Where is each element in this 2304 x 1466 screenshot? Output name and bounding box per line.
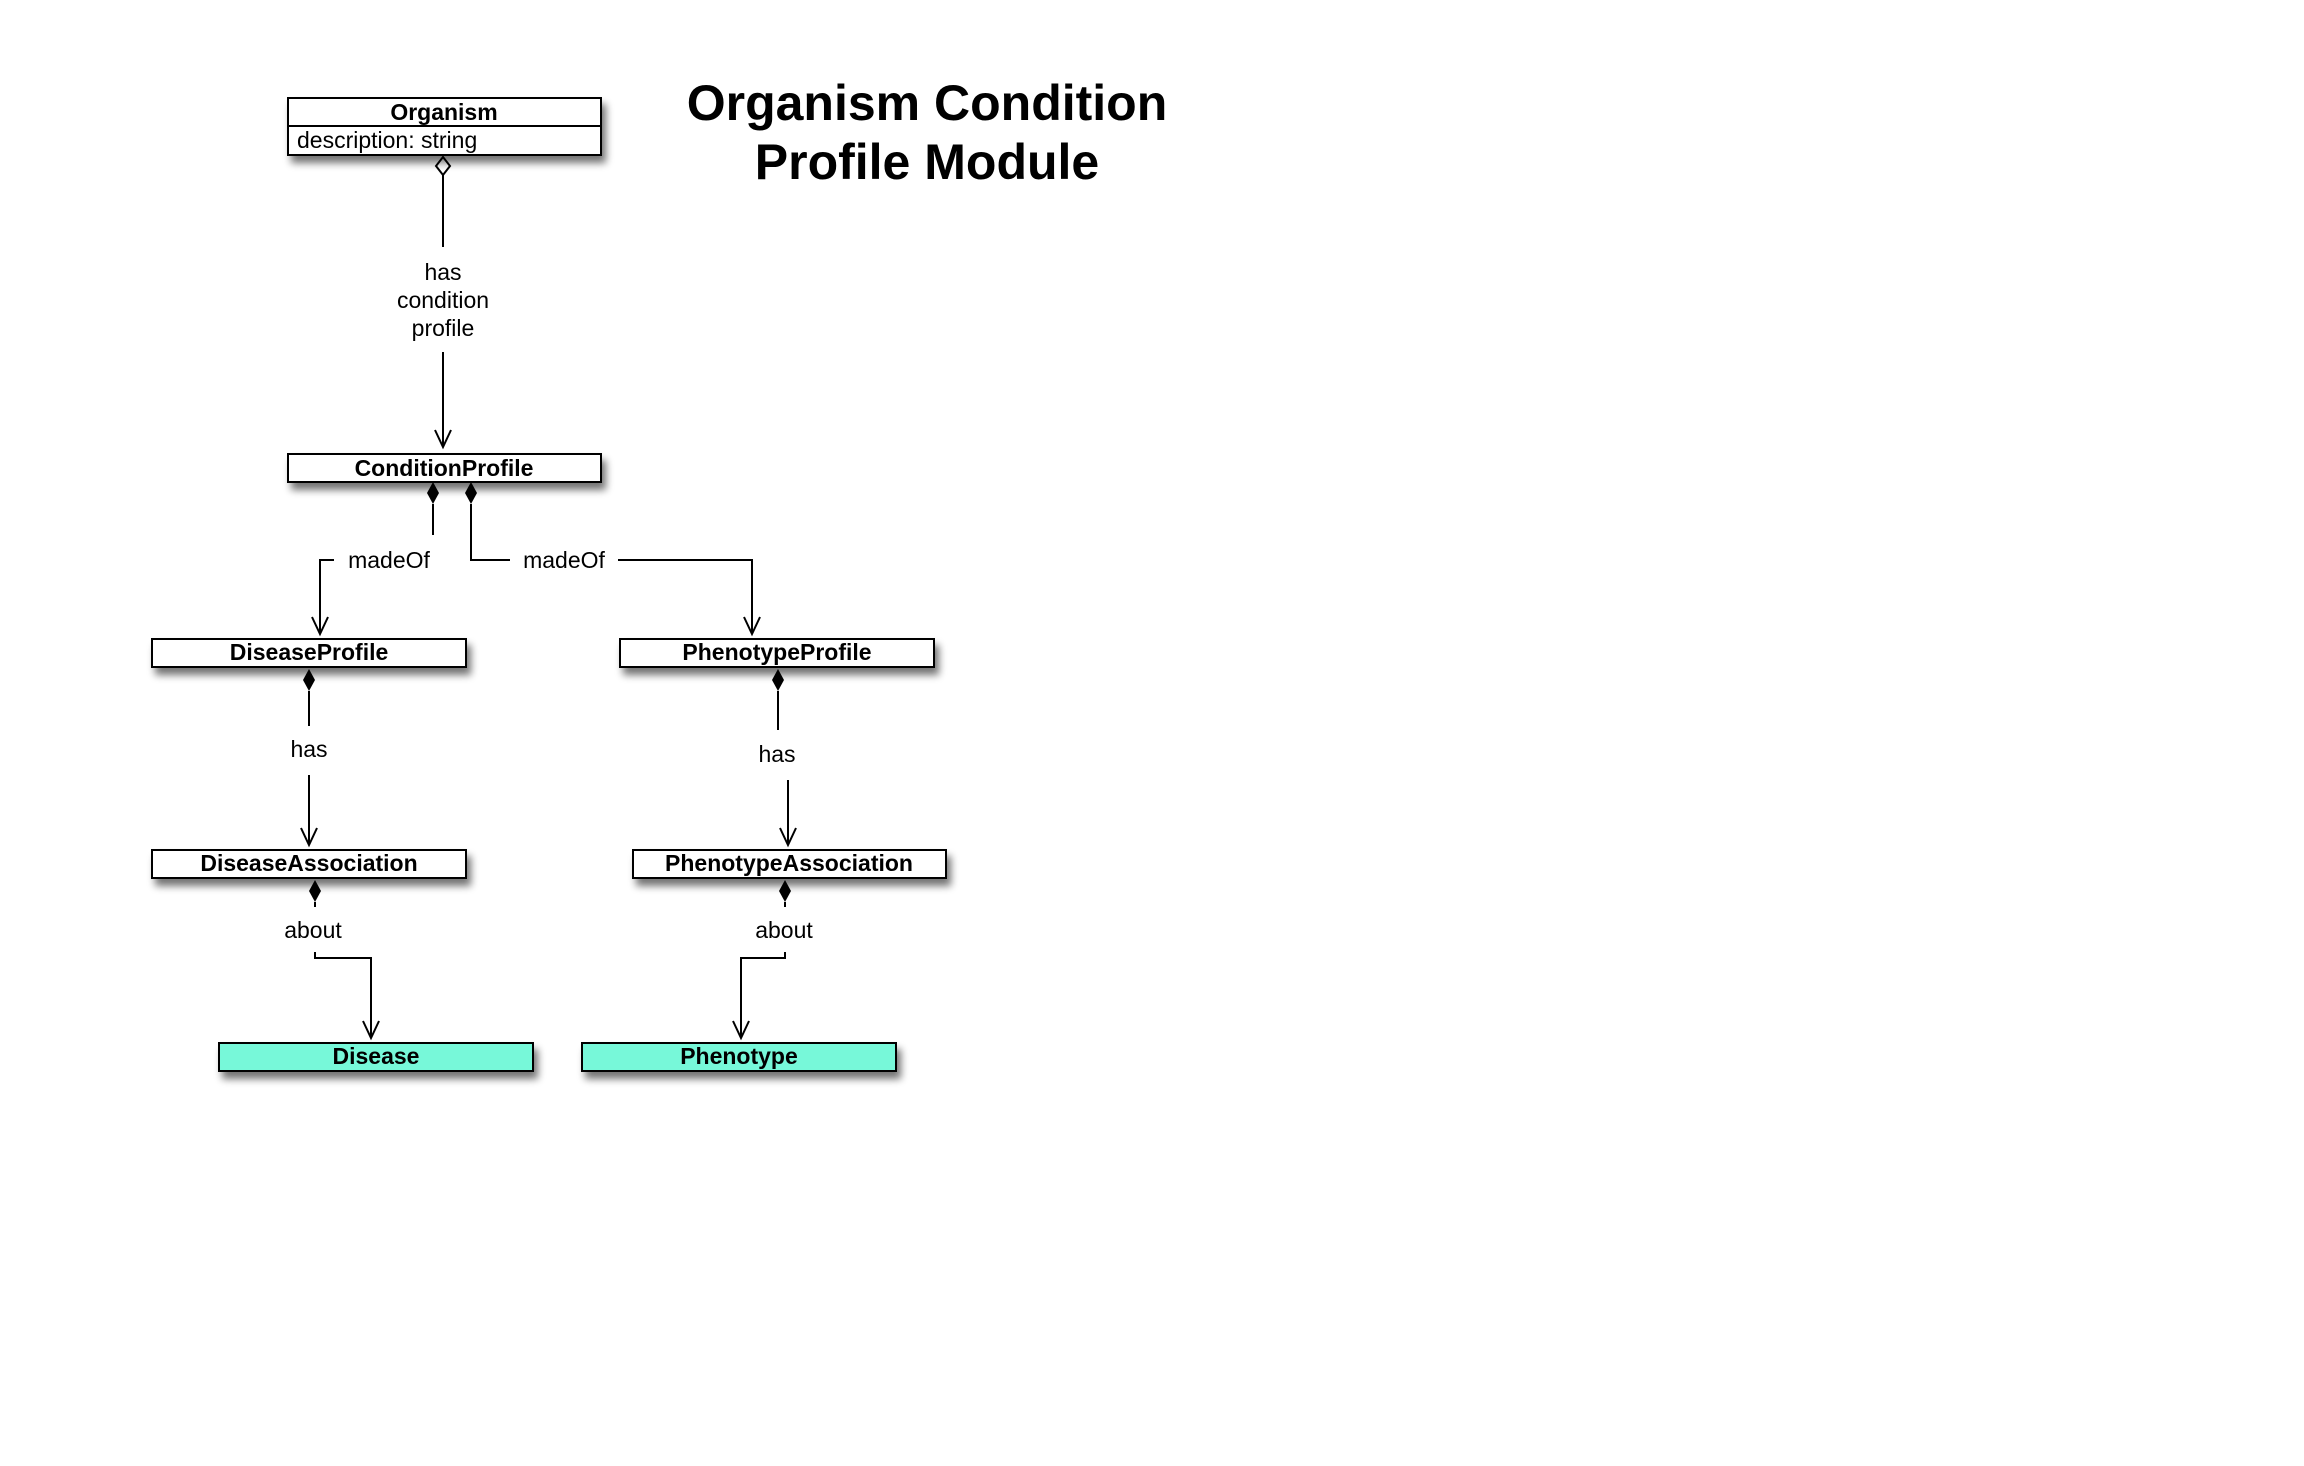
class-disease-name: Disease <box>333 1043 420 1069</box>
label-made-of-disease: madeOf <box>348 547 430 573</box>
composition-diamond-icon <box>427 482 439 504</box>
class-disease-association[interactable]: DiseaseAssociation <box>151 849 467 879</box>
label-has: has <box>424 259 461 285</box>
arrowhead-icon <box>743 616 761 637</box>
edge-made-of-disease <box>311 482 439 637</box>
arrowhead-icon <box>779 827 797 848</box>
composition-diamond-icon <box>309 880 321 902</box>
edge-made-of-phenotype <box>465 482 761 637</box>
edge-phenotype-has <box>772 669 797 848</box>
label-profile: profile <box>412 315 475 341</box>
label-disease-about: about <box>284 917 342 943</box>
class-phenotype-profile-name: PhenotypeProfile <box>682 639 871 665</box>
class-organism-attribute: description: string <box>297 127 477 153</box>
edge-disease-has <box>300 669 318 848</box>
diagram-title-line-1: Organism Condition <box>687 75 1168 131</box>
class-organism[interactable]: Organism description: string <box>287 97 602 156</box>
composition-diamond-icon <box>465 482 477 504</box>
composition-diamond-icon <box>772 669 784 691</box>
edge-has-condition-profile <box>434 155 452 450</box>
class-organism-name: Organism <box>390 99 497 125</box>
class-condition-profile[interactable]: ConditionProfile <box>287 453 602 483</box>
label-made-of-phenotype: madeOf <box>523 547 605 573</box>
class-disease-association-name: DiseaseAssociation <box>200 850 417 876</box>
class-phenotype-association[interactable]: PhenotypeAssociation <box>632 849 947 879</box>
class-phenotype-profile[interactable]: PhenotypeProfile <box>619 638 935 668</box>
class-disease-profile-name: DiseaseProfile <box>230 639 389 665</box>
label-phenotype-about: about <box>755 917 813 943</box>
label-condition: condition <box>397 287 489 313</box>
composition-diamond-icon <box>303 669 315 691</box>
class-phenotype-name: Phenotype <box>680 1043 798 1069</box>
diagram-title-line-2: Profile Module <box>755 134 1099 190</box>
arrowhead-icon <box>434 429 452 450</box>
class-phenotype[interactable]: Phenotype <box>581 1042 897 1072</box>
arrowhead-icon <box>732 1020 750 1041</box>
class-disease-profile[interactable]: DiseaseProfile <box>151 638 467 668</box>
arrowhead-icon <box>311 616 329 637</box>
edge-disease-about <box>309 880 380 1041</box>
label-disease-has: has <box>290 736 327 762</box>
arrowhead-icon <box>300 827 318 848</box>
aggregation-diamond-icon <box>434 155 452 177</box>
label-phenotype-has: has <box>758 741 795 767</box>
class-condition-profile-name: ConditionProfile <box>355 455 534 481</box>
class-disease[interactable]: Disease <box>218 1042 534 1072</box>
class-phenotype-association-name: PhenotypeAssociation <box>665 850 913 876</box>
edge-phenotype-about <box>732 880 791 1041</box>
arrowhead-icon <box>362 1020 380 1041</box>
composition-diamond-icon <box>779 880 791 902</box>
